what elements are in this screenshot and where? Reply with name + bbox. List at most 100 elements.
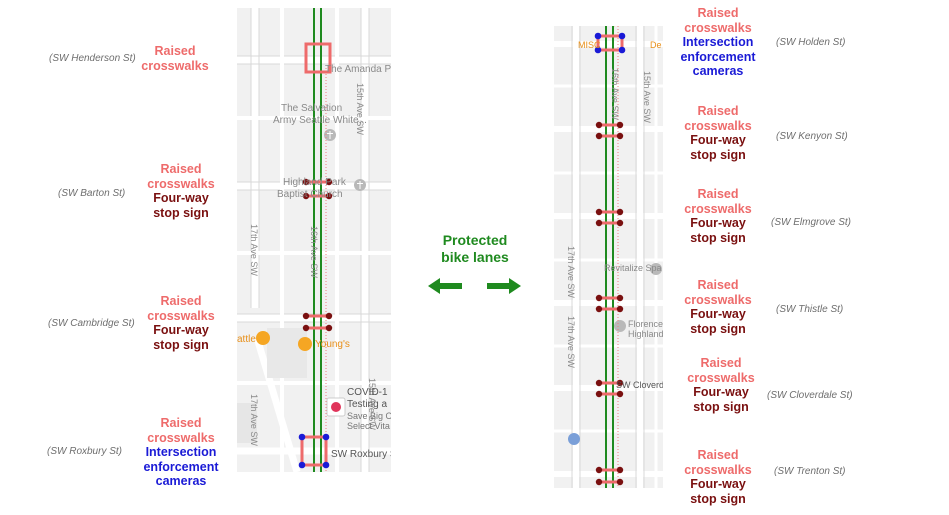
label-line: Intersection xyxy=(145,445,217,459)
map-label-florence: Florence xyxy=(628,319,663,329)
map-label-select: Select Vita xyxy=(347,421,390,431)
raised-crosswalk xyxy=(304,42,332,74)
label-line: stop sign xyxy=(690,321,746,336)
map-label-salvation-2: Army Seattle White... xyxy=(273,115,367,126)
map-label-attle: attle xyxy=(237,334,256,345)
left-arrow-icon xyxy=(428,278,462,294)
roxbury-cameras xyxy=(298,433,330,469)
label-line: Four-way xyxy=(690,133,746,147)
label-line: crosswalks xyxy=(684,201,752,216)
map-label-testing: Testing a xyxy=(347,399,388,410)
map-label-17th-ave: 17th Ave SW xyxy=(566,246,576,298)
label-line: Raised xyxy=(697,187,739,201)
label-line: crosswalks xyxy=(147,176,215,191)
elmgrove-stops xyxy=(595,208,624,227)
street-name: (SW Elmgrove St) xyxy=(771,217,852,228)
label-line: cameras xyxy=(155,474,207,488)
label-line: stop sign xyxy=(690,147,746,162)
label-line: Raised xyxy=(160,416,202,430)
map-label-15th-ave: 15th Ave SW xyxy=(642,71,652,123)
map-label-cloverdale: SW Cloverdal xyxy=(616,380,663,390)
street-name: (SW Barton St) xyxy=(58,188,126,199)
protected-bike-lanes-title: Protected bike lanes xyxy=(405,232,545,266)
holden-cameras xyxy=(594,32,626,54)
label-line: crosswalks xyxy=(684,118,752,133)
feature-label: Raised crosswalks Four-way stop sign xyxy=(653,104,783,162)
map-label-16th-ave: 16th Ave SW xyxy=(610,68,620,120)
thistle-stops xyxy=(595,294,624,313)
map-label-covid: COVID-1 xyxy=(347,387,388,398)
map-label-revitalize: Revitalize Spa xyxy=(604,263,662,273)
title-line-2: bike lanes xyxy=(441,249,509,265)
feature-label: Raised crosswalks Intersection enforceme… xyxy=(116,416,246,489)
label-line: Four-way xyxy=(153,191,209,205)
street-name: (SW Holden St) xyxy=(776,37,846,48)
bike-lane xyxy=(313,8,322,472)
kenyon-stops xyxy=(595,121,624,140)
feature-label: Raised crosswalks Four-way stop sign xyxy=(116,294,246,352)
label-line: crosswalks xyxy=(147,430,215,445)
label-line: cameras xyxy=(692,64,744,78)
right-arrow-icon xyxy=(487,278,521,294)
poi-icons xyxy=(256,129,366,417)
feature-label: Raised crosswalks Four-way stop sign xyxy=(116,162,246,220)
trenton-stops xyxy=(595,466,624,486)
label-line: Four-way xyxy=(690,216,746,230)
label-line: Four-way xyxy=(153,323,209,337)
cambridge-stops xyxy=(302,312,333,332)
label-line: crosswalks xyxy=(684,292,752,307)
label-line: Raised xyxy=(697,278,739,292)
label-line: crosswalks xyxy=(684,462,752,477)
left-map: The Amanda P The Salvation Army Seattle … xyxy=(237,8,391,472)
label-line: Raised xyxy=(697,6,739,20)
map-label-salvation: The Salvation xyxy=(281,103,343,114)
feature-label: Raised crosswalks Four-way stop sign xyxy=(653,187,783,245)
street-name: (SW Cloverdale St) xyxy=(767,390,853,401)
feature-label: Raised crosswalks Four-way stop sign xyxy=(653,448,783,506)
label-line: Raised xyxy=(154,44,196,58)
map-label-16th-ave: 16th Ave SW xyxy=(309,226,319,278)
feature-label: Raised crosswalks Four-way stop sign xyxy=(656,356,786,414)
street-name: (SW Thistle St) xyxy=(776,304,844,315)
title-line-1: Protected xyxy=(442,232,508,248)
label-line: stop sign xyxy=(153,337,209,352)
label-line: Raised xyxy=(160,162,202,176)
map-label-17th-ave-2: 17th Ave SW xyxy=(249,394,259,446)
label-line: stop sign xyxy=(153,205,209,220)
right-map: MISC De 16th Ave SW 15th Ave SW 17th Ave… xyxy=(554,26,663,488)
label-line: stop sign xyxy=(693,399,749,414)
bike-lane xyxy=(605,26,614,488)
label-line: stop sign xyxy=(690,230,746,245)
feature-label: Raised crosswalks Four-way stop sign xyxy=(653,278,783,336)
label-line: Four-way xyxy=(690,477,746,491)
map-label-17th-ave: 17th Ave SW xyxy=(249,224,259,276)
map-label-15th-ave: 15th Ave SW xyxy=(355,83,365,135)
street-name: (SW Cambridge St) xyxy=(48,318,135,329)
map-label-roxbury: SW Roxbury St xyxy=(331,449,391,460)
street-name: (SW Roxbury St) xyxy=(47,446,123,457)
map-label-highland: Highland Park xyxy=(283,177,346,188)
label-line: Raised xyxy=(160,294,202,308)
street-name: (SW Henderson St) xyxy=(49,53,136,64)
label-line: Intersection xyxy=(682,35,754,49)
label-line: Raised xyxy=(700,356,742,370)
label-line: stop sign xyxy=(690,491,746,506)
map-label-youngs: Young's xyxy=(315,339,350,350)
label-line: Four-way xyxy=(693,385,749,399)
label-line: crosswalks xyxy=(687,370,755,385)
label-line: Raised xyxy=(697,104,739,118)
label-line: Four-way xyxy=(690,307,746,321)
label-line: Raised xyxy=(697,448,739,462)
street-name: (SW Kenyon St) xyxy=(776,131,848,142)
feature-label: Raised crosswalks Intersection enforceme… xyxy=(653,6,783,79)
label-line: crosswalks xyxy=(147,308,215,323)
map-label-highland: Highland xyxy=(628,329,663,339)
map-label-amanda: The Amanda P xyxy=(325,64,391,75)
map-label-baptist: Baptist Church xyxy=(277,189,343,200)
label-line: enforcement xyxy=(680,49,756,64)
map-label-de: De xyxy=(650,40,662,50)
label-line: enforcement xyxy=(143,459,219,474)
map-label-17th-ave-2: 17th Ave SW xyxy=(566,316,576,368)
street-name: (SW Trenton St) xyxy=(774,466,846,477)
barton-stops xyxy=(302,178,333,200)
